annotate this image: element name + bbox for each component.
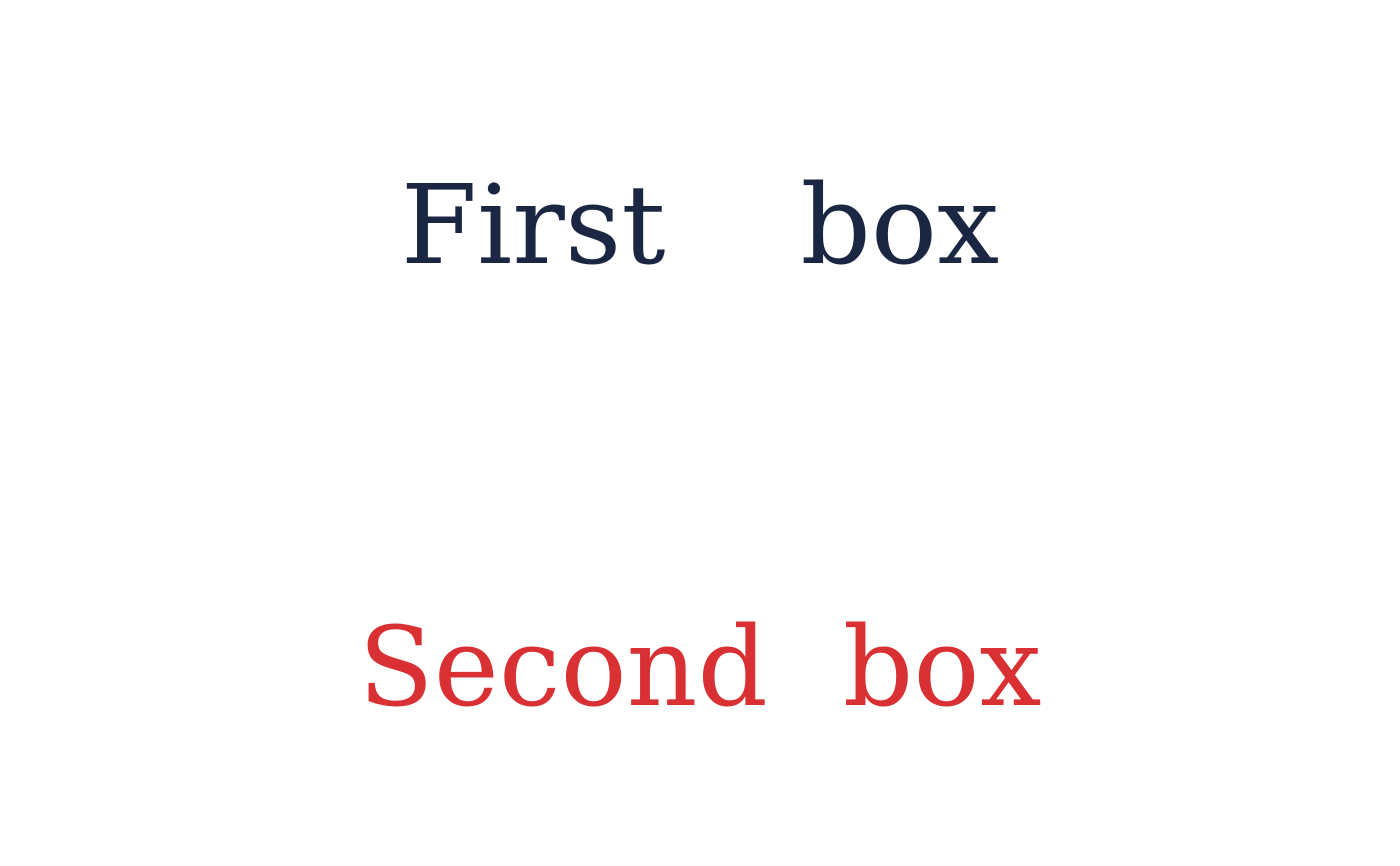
second-box-text: Second box bbox=[358, 603, 1042, 731]
first-box-text: First box bbox=[400, 161, 1000, 289]
